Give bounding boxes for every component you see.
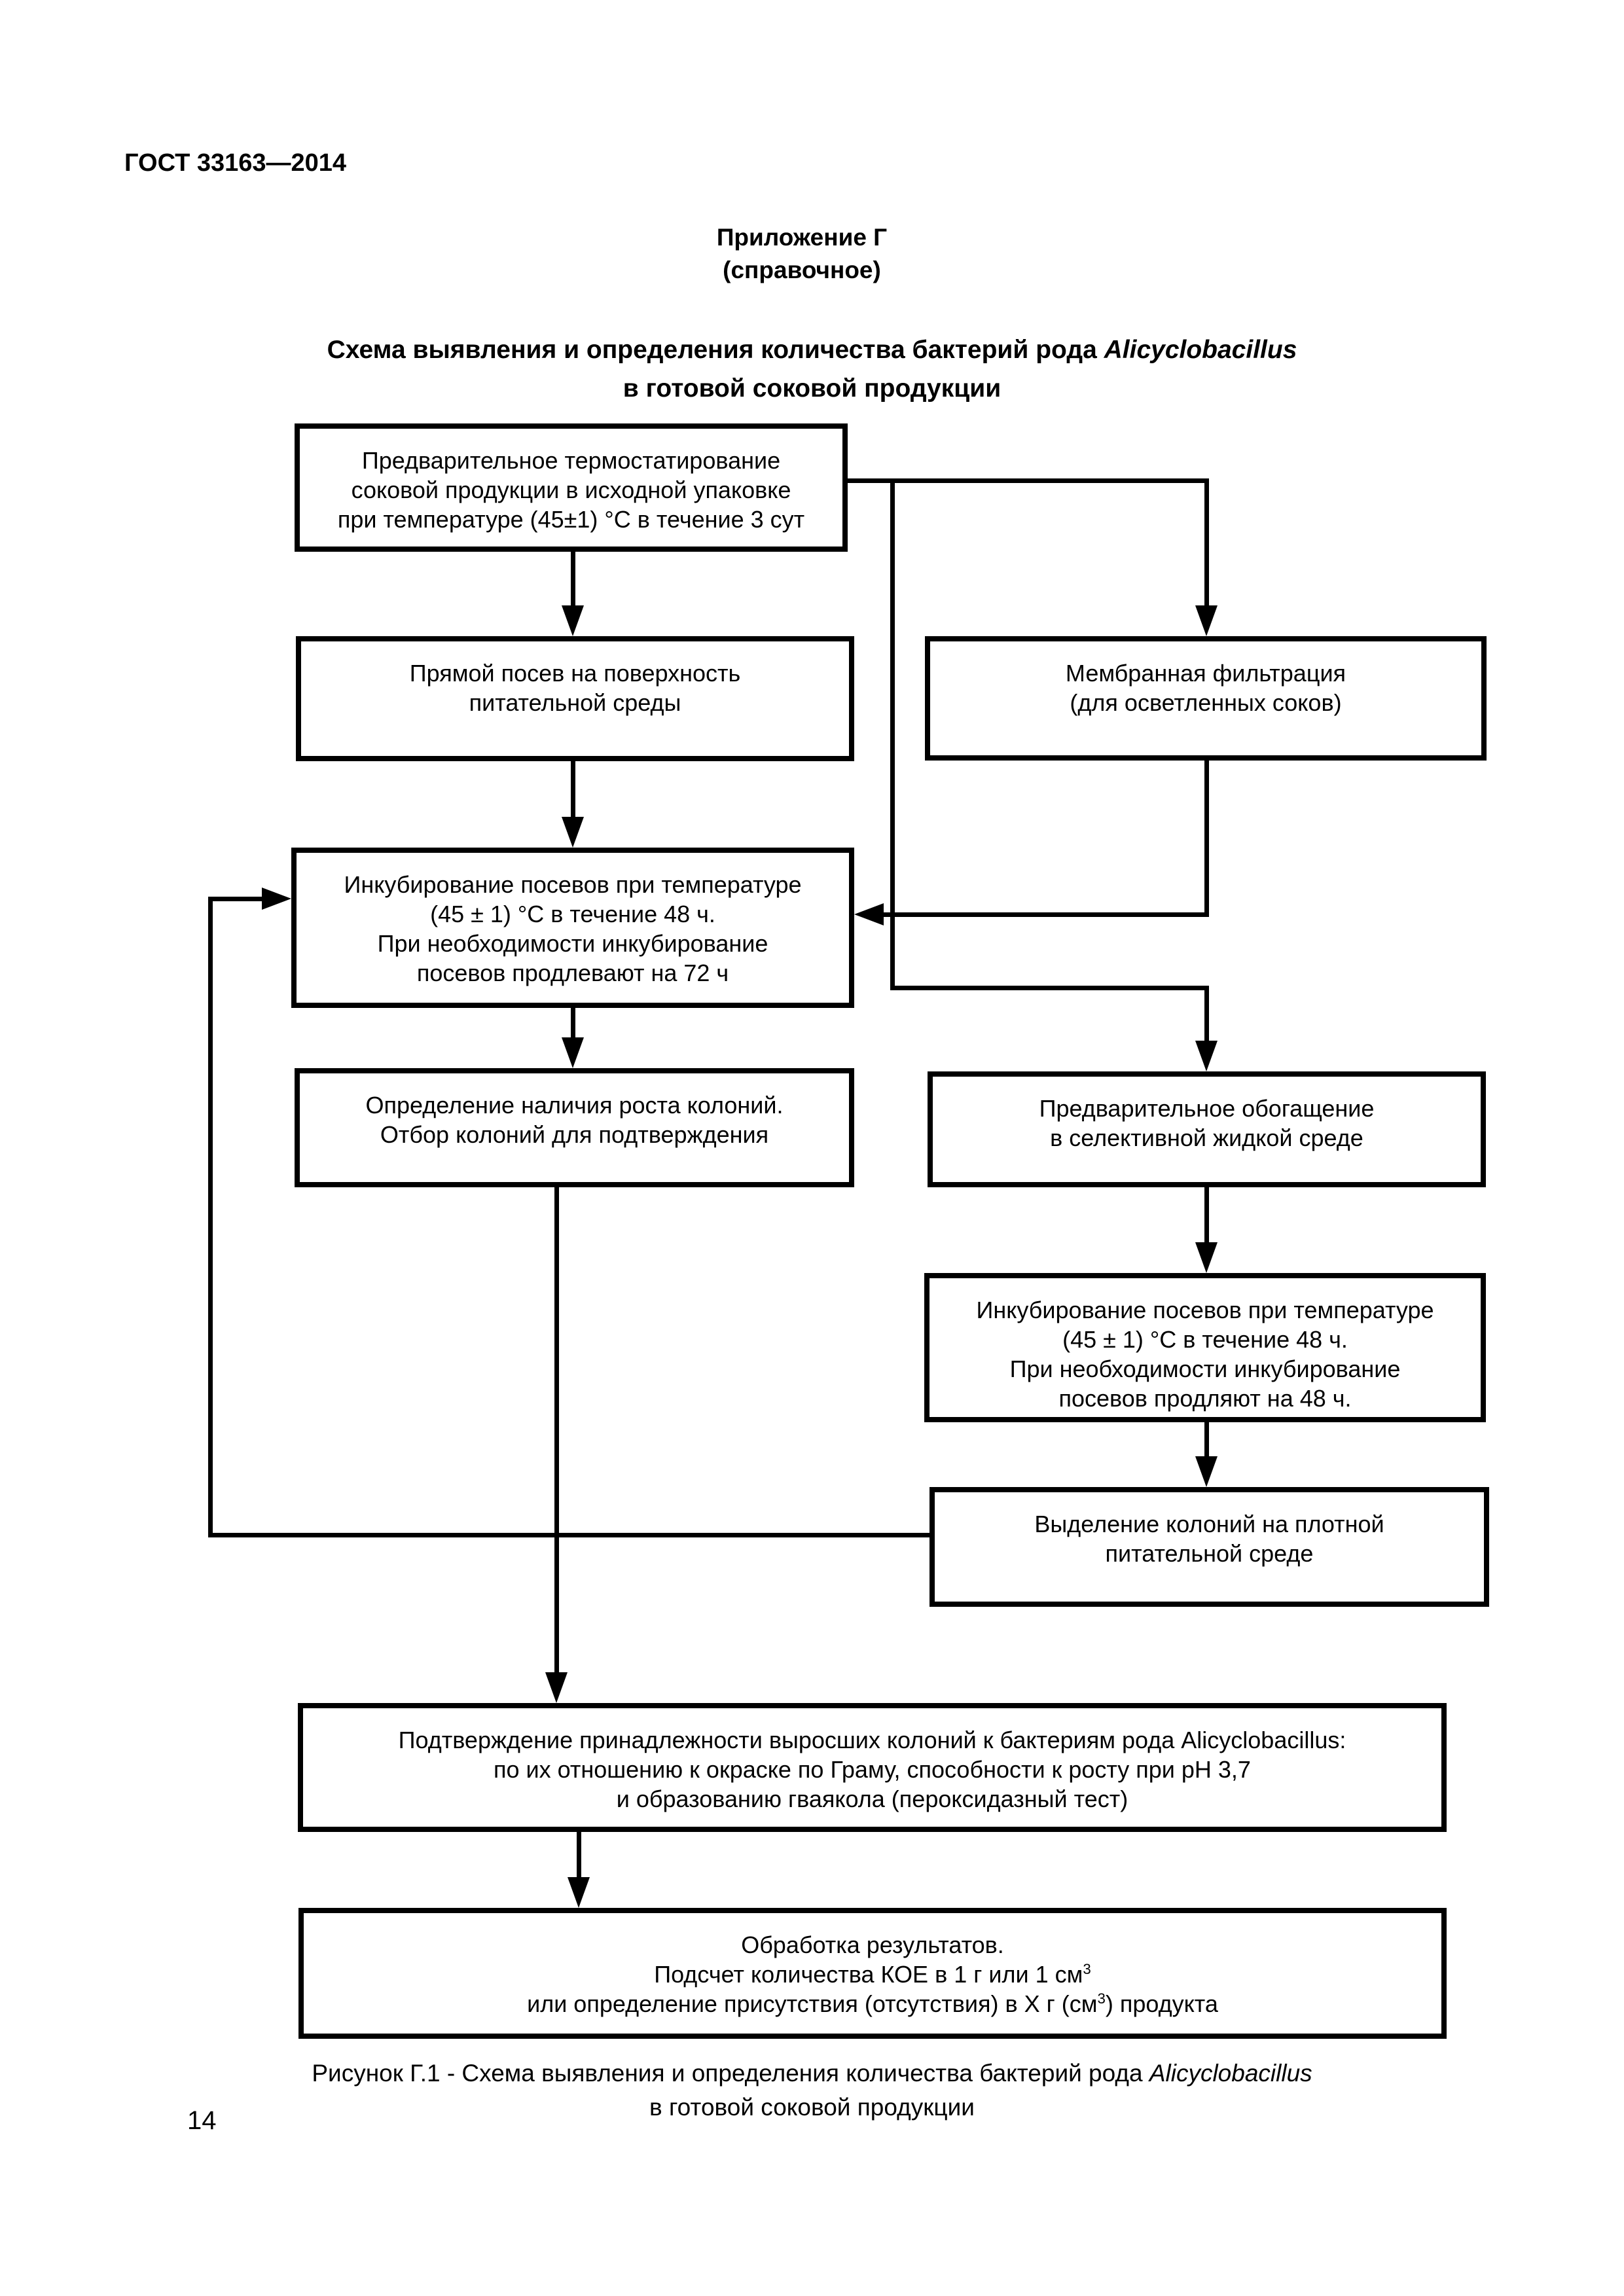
text-line: Предварительное термостатирование <box>361 447 781 474</box>
appendix-heading: Приложение Г (справочное) <box>0 221 1604 287</box>
connector-prethermo-to-enrichment-hline <box>890 986 1209 990</box>
text-line: и образованию гваякола (пероксидазный те… <box>616 1785 1128 1812</box>
arrowhead-prethermo-to-plating <box>562 605 584 636</box>
text-line: в готовой соковой продукции <box>623 374 1001 403</box>
text-line: посевов продлевают на 72 ч <box>416 960 729 986</box>
text-line: в селективной жидкой среде <box>1050 1124 1363 1151</box>
connector-growthcheck-to-confirmation-line <box>554 1187 559 1674</box>
text-line: Подсчет количества КОЕ в 1 г или 1 см3 <box>654 1961 1091 1988</box>
connector-incubright-to-isolation-line <box>1204 1422 1209 1459</box>
connector-incubation-to-growthcheck-line <box>571 1008 575 1039</box>
page-number: 14 <box>187 2106 217 2135</box>
connector-enrichment-to-incubright-line <box>1204 1187 1209 1244</box>
text-line: Рисунок Г.1 - Схема выявления и определе… <box>312 2060 1312 2087</box>
text-line: Отбор колоний для подтверждения <box>380 1121 769 1148</box>
appendix-label: Приложение Г <box>716 224 888 251</box>
text-line: (45 ± 1) °С в течение 48 ч. <box>1062 1326 1348 1353</box>
connector-prethermo-to-enrichment-vline2 <box>1204 986 1209 1042</box>
connector-prethermo-to-plating-line <box>571 552 575 611</box>
text-line: Инкубирование посевов при температуре <box>344 871 802 898</box>
connector-confirmation-to-results-line <box>577 1832 581 1878</box>
connector-feedback-top-hline <box>211 897 264 901</box>
arrowhead-plating-to-incubation <box>562 817 584 848</box>
connector-feedback-vline <box>208 897 213 1537</box>
text-line: соковой продукции в исходной упаковке <box>351 476 791 503</box>
text-line: Подтверждение принадлежности выросших ко… <box>398 1727 1346 1753</box>
connector-plating-to-incubation-line <box>571 761 575 818</box>
text-line: в готовой соковой продукции <box>649 2094 975 2121</box>
text-line: Выделение колоний на плотной <box>1034 1511 1384 1537</box>
connector-membrane-to-incubation-hline <box>884 912 1209 917</box>
flow-box-membrane-filtration: Мембранная фильтрация(для осветленных со… <box>925 636 1487 761</box>
arrowhead-prethermo-to-enrichment <box>1195 1041 1218 1071</box>
appendix-note: (справочное) <box>723 257 881 283</box>
text-line: посевов продляют на 48 ч. <box>1058 1385 1352 1412</box>
arrowhead-feedback-to-incubation <box>262 888 291 910</box>
text-line: Схема выявления и определения количества… <box>327 336 1297 364</box>
arrowhead-growthcheck-to-confirmation <box>545 1672 568 1703</box>
text-line: питательной среде <box>1105 1540 1314 1567</box>
connector-feedback-bottom-hline <box>211 1533 929 1537</box>
text-line: При необходимости инкубирование <box>1009 1355 1401 1382</box>
arrowhead-confirmation-to-results <box>568 1877 590 1908</box>
figure-caption: Рисунок Г.1 - Схема выявления и определе… <box>0 2056 1624 2125</box>
text-line: или определение присутствия (отсутствия)… <box>527 1990 1218 2017</box>
flow-box-results-processing: Обработка результатов. Подсчет количества… <box>298 1908 1447 2039</box>
arrowhead-incubright-to-isolation <box>1195 1456 1218 1487</box>
text-line: Определение наличия роста колоний. <box>365 1092 784 1119</box>
connector-prethermo-to-enrichment-vline1 <box>890 478 895 990</box>
text-line: При необходимости инкубирование <box>377 930 768 957</box>
connector-prethermo-to-membrane-vline <box>1204 478 1209 607</box>
arrowhead-prethermo-to-membrane <box>1195 605 1218 636</box>
flow-box-incubation-right: Инкубирование посевов при температуре (45… <box>924 1273 1486 1422</box>
arrowhead-enrichment-to-incubright <box>1195 1242 1218 1273</box>
text-line: Прямой посев на поверхность <box>409 660 741 687</box>
arrowhead-membrane-to-incubation <box>854 903 884 925</box>
text-line: при температуре (45±1) °С в течение 3 су… <box>337 506 805 533</box>
text-line: Обработка результатов. <box>741 1931 1004 1958</box>
connector-prethermo-to-membrane-hline <box>848 478 1209 483</box>
flow-box-confirmation: Подтверждение принадлежности выросших ко… <box>298 1703 1447 1832</box>
text-line: Предварительное обогащение <box>1039 1095 1375 1122</box>
flow-box-colony-isolation: Выделение колоний на плотной питательной … <box>929 1487 1489 1607</box>
doc-code: ГОСТ 33163—2014 <box>124 149 347 177</box>
text-line: Мембранная фильтрация <box>1065 660 1346 687</box>
arrowhead-incubation-to-growthcheck <box>562 1037 584 1068</box>
text-line: (45 ± 1) °С в течение 48 ч. <box>430 901 715 927</box>
flow-box-incubation-left: Инкубирование посевов при температуре (45… <box>291 848 854 1008</box>
text-line: (для осветленных соков) <box>1070 689 1342 716</box>
flow-box-colony-growth-check: Определение наличия роста колоний.Отбор … <box>295 1068 854 1187</box>
text-line: по их отношению к окраске по Граму, спос… <box>494 1756 1251 1783</box>
figure-title: Схема выявления и определения количества… <box>0 331 1624 408</box>
text-line: Инкубирование посевов при температуре <box>976 1297 1434 1323</box>
connector-membrane-to-incubation-vline <box>1204 761 1209 917</box>
text-line: питательной среды <box>469 689 681 716</box>
